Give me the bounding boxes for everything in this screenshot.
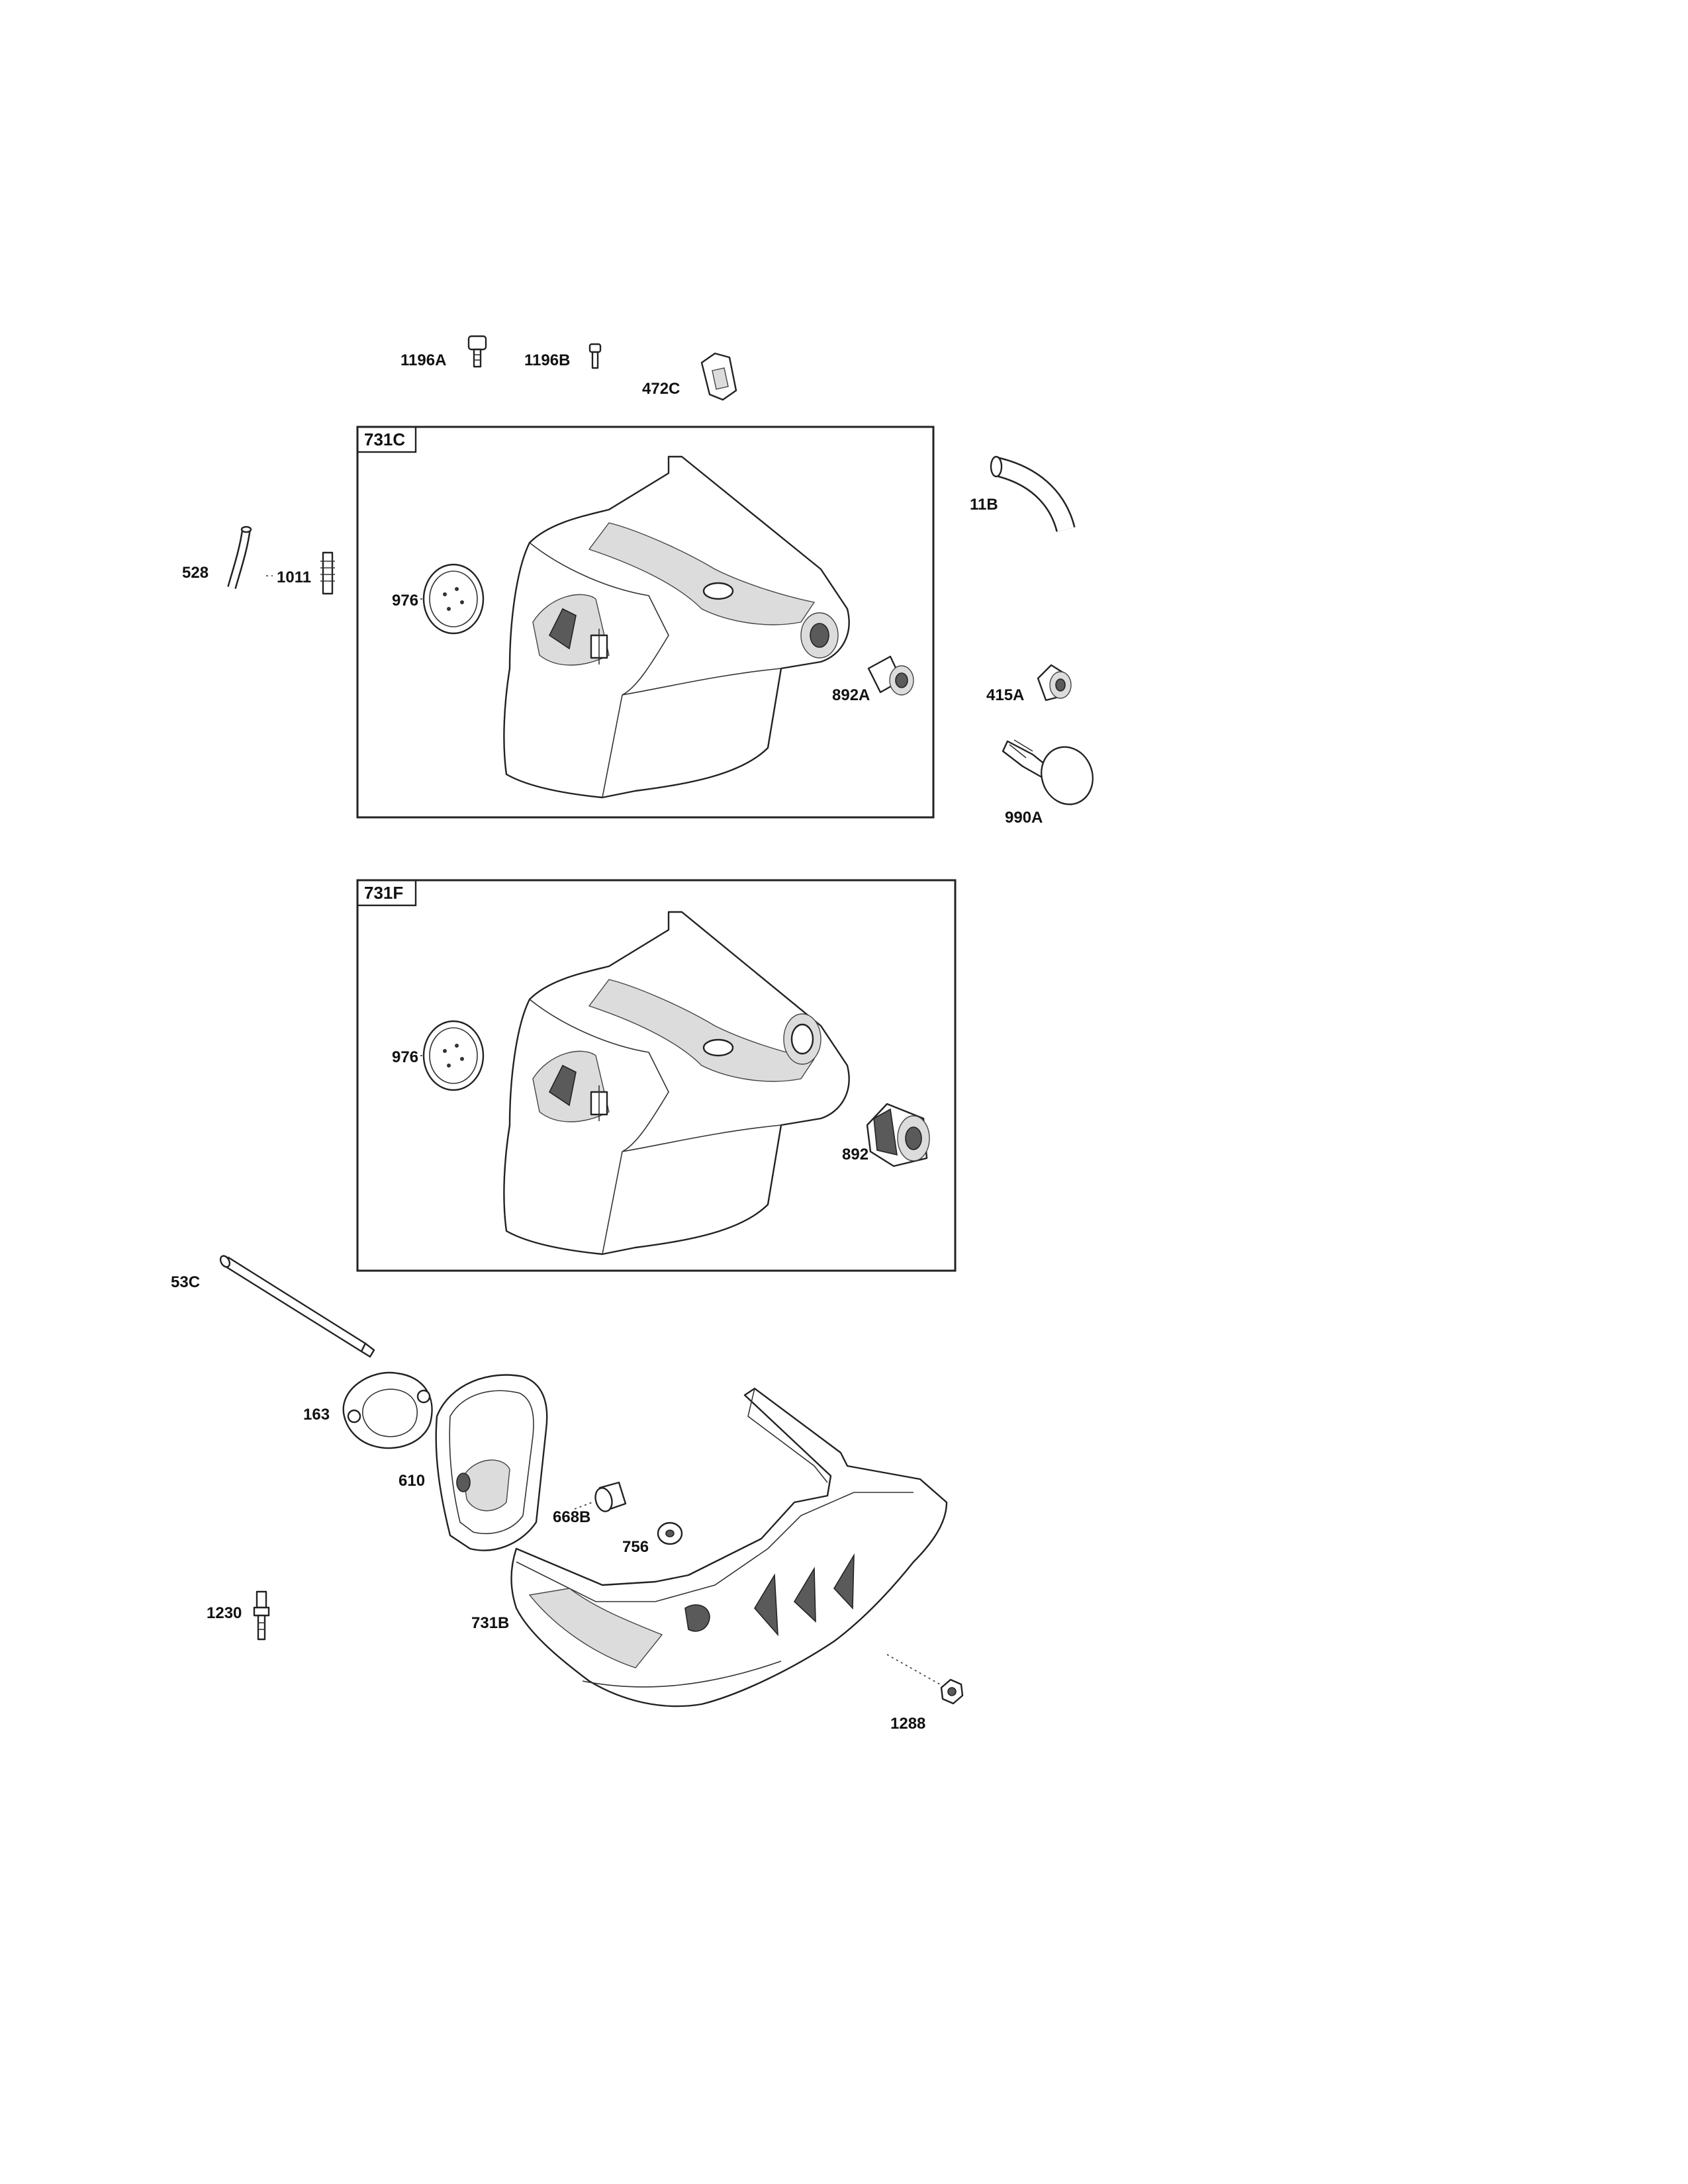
- part-1196b-screw: [588, 343, 602, 369]
- part-53c-rod: [219, 1255, 375, 1358]
- label-11b: 11B: [970, 496, 998, 514]
- label-990a: 990A: [1005, 809, 1043, 827]
- label-668b: 668B: [553, 1508, 590, 1526]
- part-892a-valve: [867, 655, 914, 696]
- label-610: 610: [399, 1472, 425, 1490]
- part-731b-guard: [510, 1387, 948, 1707]
- part-528-tube: [227, 525, 252, 589]
- part-472c-clip: [700, 352, 737, 401]
- part-668b-spacer: [594, 1481, 627, 1512]
- part-1196a-screw: [467, 335, 487, 368]
- part-756-washer: [657, 1522, 683, 1545]
- label-53c: 53C: [171, 1273, 200, 1291]
- label-163: 163: [303, 1406, 330, 1424]
- fuel-tank-731c: [503, 455, 850, 799]
- box-731c-frame: [356, 426, 935, 819]
- part-610-bracket: [435, 1374, 548, 1551]
- part-415a-grommet: [1037, 664, 1072, 702]
- label-976-top: 976: [392, 592, 418, 610]
- label-1011: 1011: [277, 569, 311, 586]
- part-163-gasket: [342, 1371, 433, 1449]
- label-731b: 731B: [471, 1614, 509, 1632]
- label-1230: 1230: [207, 1604, 242, 1622]
- box-731f-frame: [356, 879, 957, 1272]
- part-990a-valve: [1002, 739, 1094, 805]
- label-892a: 892A: [832, 686, 870, 704]
- part-1011-fitting: [320, 551, 335, 595]
- part-892-filter: [866, 1103, 930, 1167]
- part-976-bottom-cap: [422, 1020, 485, 1091]
- label-1288: 1288: [890, 1715, 925, 1733]
- label-892: 892: [842, 1146, 868, 1163]
- part-11b-hose: [990, 455, 1076, 533]
- label-528: 528: [182, 564, 209, 582]
- part-1230-stud: [253, 1590, 270, 1641]
- label-756: 756: [622, 1538, 649, 1556]
- label-472c: 472C: [642, 380, 680, 398]
- label-976-bottom: 976: [392, 1048, 418, 1066]
- part-1288-nut: [940, 1678, 964, 1705]
- label-415a: 415A: [986, 686, 1024, 704]
- label-1196b: 1196B: [524, 351, 570, 369]
- fuel-tank-731f: [503, 911, 850, 1255]
- part-976-top-cap: [422, 563, 485, 635]
- box-731f-label: 731F: [364, 883, 403, 903]
- box-731c-label: 731C: [364, 430, 405, 449]
- label-1196a: 1196A: [400, 351, 446, 369]
